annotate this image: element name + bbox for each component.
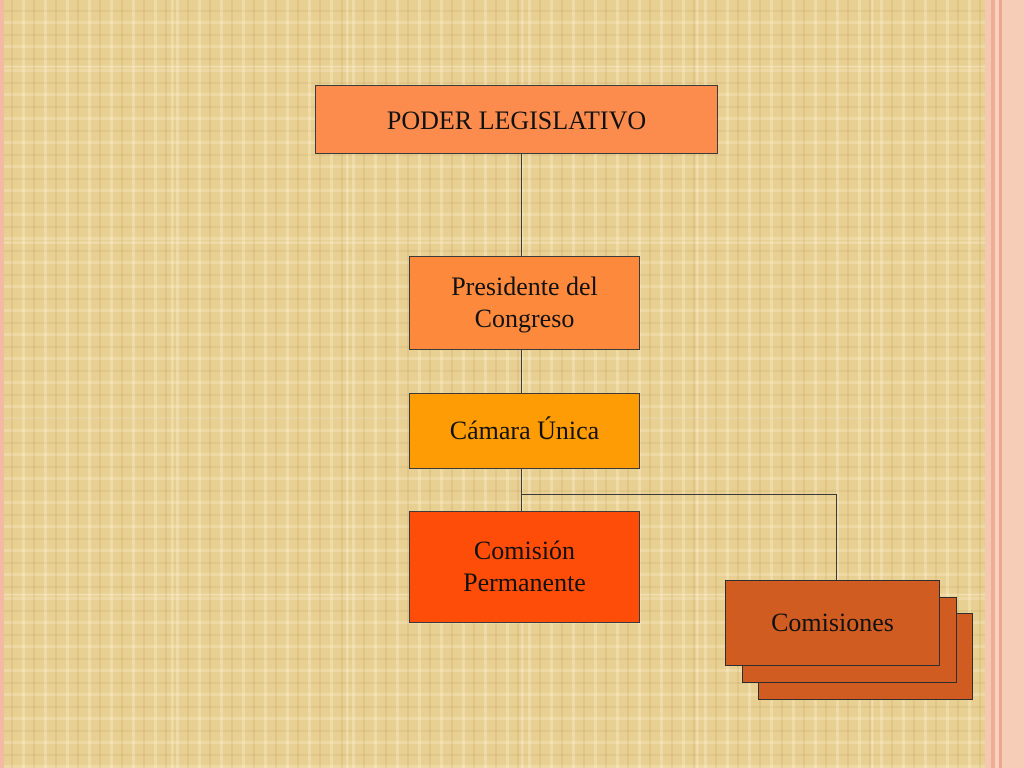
node-comisiones[interactable]: Comisiones <box>725 580 940 666</box>
node-presidente-congreso-label-line1: Presidente del <box>451 272 598 301</box>
node-comision-permanente-label: Comisión Permanente <box>463 535 586 599</box>
connector-camara-permanente <box>521 469 522 511</box>
node-poder-legislativo-label: PODER LEGISLATIVO <box>386 105 647 135</box>
connector-camara-comisiones-vertical <box>836 494 837 580</box>
node-camara-unica-label: Cámara Única <box>449 416 600 445</box>
left-accent-stripe <box>0 0 4 768</box>
connector-legislativo-presidente <box>521 154 522 256</box>
connector-camara-comisiones-horizontal <box>521 494 837 495</box>
connector-presidente-camara <box>521 350 522 393</box>
node-presidente-congreso-label: Presidente del Congreso <box>451 271 598 335</box>
node-comision-permanente-label-line1: Comisión <box>473 536 576 565</box>
node-comisiones-label: Comisiones <box>771 608 894 637</box>
node-presidente-congreso[interactable]: Presidente del Congreso <box>409 256 640 350</box>
node-comision-permanente[interactable]: Comisión Permanente <box>409 511 640 623</box>
right-accent-stripe <box>985 0 1024 768</box>
node-presidente-congreso-label-line2: Congreso <box>474 304 575 333</box>
node-comision-permanente-label-line2: Permanente <box>463 568 586 597</box>
node-camara-unica[interactable]: Cámara Única <box>409 393 640 469</box>
node-poder-legislativo[interactable]: PODER LEGISLATIVO <box>315 85 718 154</box>
